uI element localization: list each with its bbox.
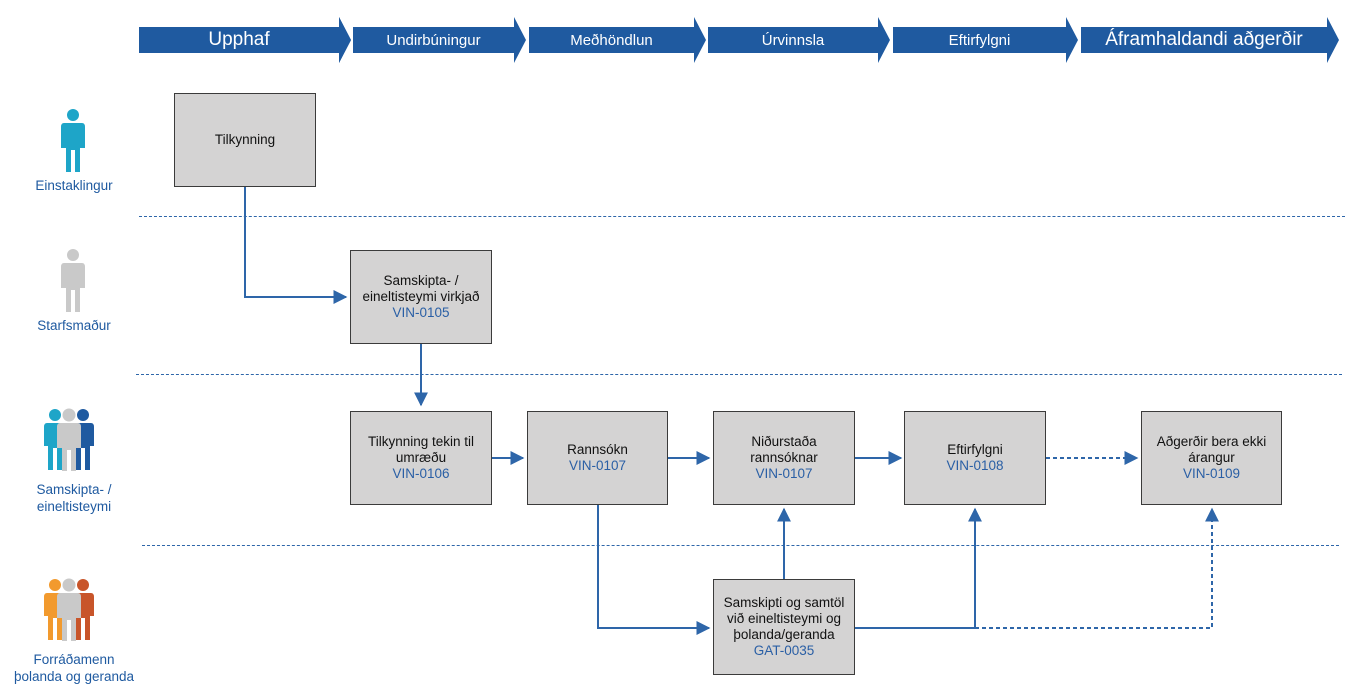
- stage-urvinnsla: Úrvinnsla: [708, 17, 890, 63]
- box-code: VIN-0106: [392, 466, 450, 481]
- lane-label-team-line2: eineltisteymi: [36, 499, 112, 514]
- box-line: Eftirfylgni: [947, 442, 1003, 457]
- person-icon-individual: [61, 109, 85, 172]
- person-icon-staff: [61, 249, 85, 312]
- stage-arrow-shape: [139, 17, 351, 63]
- box-line: eineltisteymi virkjað: [362, 289, 480, 304]
- box-line: við eineltisteymi og: [726, 611, 842, 626]
- stage-label: Áframhaldandi aðgerðir: [1105, 29, 1303, 50]
- box-line: rannsóknar: [750, 450, 818, 465]
- box-code: VIN-0107: [568, 458, 627, 473]
- box-samskipti-samtol: Samskipti og samtöl við eineltisteymi og…: [713, 579, 855, 675]
- stage-arrow-shape: [529, 17, 706, 63]
- lane-label-staff: Starfsmaður: [37, 318, 111, 333]
- stage-label: Meðhöndlun: [570, 31, 653, 49]
- box-line: Samskipta- /: [383, 273, 459, 288]
- box-line: þolanda/geranda: [733, 627, 835, 642]
- stage-aframhaldandi: Áframhaldandi aðgerðir: [1081, 17, 1339, 63]
- stage-label: Upphaf: [208, 29, 270, 50]
- stage-label: Eftirfylgni: [948, 31, 1011, 49]
- lane-label-guardians-line2: þolanda og geranda: [13, 669, 135, 684]
- box-tilkynning: Tilkynning: [174, 93, 316, 187]
- lane-label-guardians: Forráðamenn þolanda og geranda: [2, 651, 146, 685]
- box-rannsokn: Rannsókn VIN-0107: [527, 411, 668, 505]
- box-line: árangur: [1188, 450, 1235, 465]
- box-title: Tilkynning: [214, 132, 276, 147]
- stage-label: Úrvinnsla: [761, 31, 825, 49]
- box-code: VIN-0105: [392, 305, 450, 320]
- stage-arrow-shape: [708, 17, 890, 63]
- stage-upphaf: Upphaf: [139, 17, 351, 63]
- connector-samskipti-to-eftirfylgni: [855, 507, 982, 629]
- box-line: umræðu: [395, 450, 447, 465]
- connector-tilkynning-to-samskipta: [244, 187, 348, 304]
- box-line: Rannsókn: [567, 442, 628, 457]
- lane-divider: [142, 545, 1339, 546]
- stage-arrow-shape: [1081, 17, 1339, 63]
- lane-label-guardians-line1: Forráðamenn: [33, 652, 115, 667]
- box-nidurstada: Niðurstaða rannsóknar VIN-0107: [713, 411, 855, 505]
- lane-label-team-line1: Samskipta- /: [36, 482, 112, 497]
- box-code: VIN-0107: [755, 466, 813, 481]
- stage-arrow-shape: [893, 17, 1078, 63]
- stage-medhondlun: Meðhöndlun: [529, 17, 706, 63]
- people-icon-guardians: [44, 578, 94, 641]
- connector-samskipti-to-adgerdir: [975, 507, 1219, 629]
- lane-label-team: Samskipta- / eineltisteymi: [10, 481, 138, 515]
- box-samskipta-virkjad: Samskipta- / eineltisteymi virkjað VIN-0…: [350, 250, 492, 344]
- stage-label: Undirbúningur: [386, 31, 481, 49]
- box-adgerdir: Aðgerðir bera ekki árangur VIN-0109: [1141, 411, 1282, 505]
- stage-arrow-shape: [353, 17, 526, 63]
- lane-label-individual: Einstaklingur: [35, 178, 113, 193]
- connector-rannsokn-to-samskipti: [597, 505, 711, 635]
- box-tilkynning-tekin: Tilkynning tekin til umræðu VIN-0106: [350, 411, 492, 505]
- stage-eftirfylgni: Eftirfylgni: [893, 17, 1078, 63]
- box-line: Samskipti og samtöl: [723, 595, 845, 610]
- box-line: Tilkynning tekin til: [367, 434, 475, 449]
- box-line: Aðgerðir bera ekki: [1156, 434, 1267, 449]
- box-code: VIN-0109: [1182, 466, 1241, 481]
- box-code: GAT-0035: [753, 643, 815, 658]
- lane-divider: [139, 216, 1345, 217]
- people-icon-team: [44, 408, 94, 471]
- box-code: VIN-0108: [946, 458, 1004, 473]
- stage-undirbuningur: Undirbúningur: [353, 17, 526, 63]
- box-eftirfylgni: Eftirfylgni VIN-0108: [904, 411, 1046, 505]
- box-line: Niðurstaða: [751, 434, 817, 449]
- lane-divider: [136, 374, 1342, 375]
